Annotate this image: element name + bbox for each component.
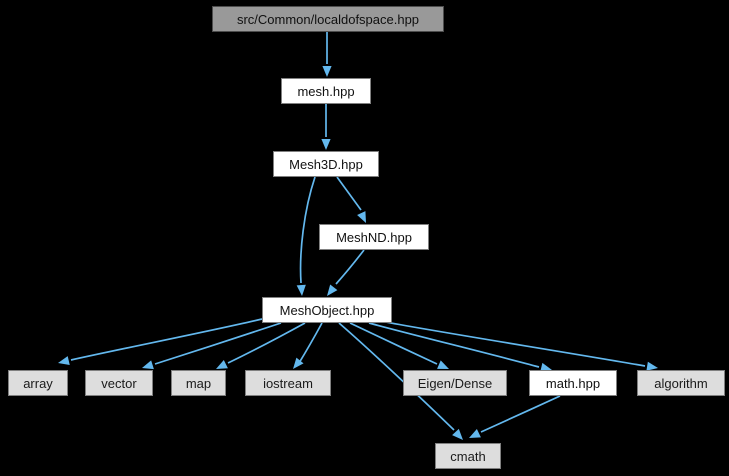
graph-node-cmath[interactable]: cmath [435, 443, 501, 469]
graph-node-label: algorithm [654, 375, 708, 391]
graph-node-map[interactable]: map [171, 370, 226, 396]
graph-edge-arrowhead [216, 359, 228, 369]
graph-node-mathhpp[interactable]: math.hpp [529, 370, 617, 396]
graph-node-label: iostream [263, 375, 313, 391]
graph-edge [154, 322, 282, 365]
graph-edge-arrowhead [293, 357, 304, 369]
graph-node-iostream[interactable]: iostream [245, 370, 331, 396]
graph-edge [480, 395, 561, 433]
graph-node-label: vector [101, 375, 137, 391]
graph-edge [335, 249, 365, 285]
graph-edge [336, 176, 362, 211]
graph-edge-arrowhead [469, 429, 481, 438]
graph-node-label: src/Common/localdofspace.hpp [236, 11, 420, 27]
graph-edge-arrowhead [321, 139, 331, 150]
graph-node-array[interactable]: array [8, 370, 68, 396]
graph-node-label: Mesh3D.hpp [289, 156, 363, 172]
graph-node-label: Eigen/Dense [417, 375, 493, 391]
graph-edge-arrowhead [437, 360, 449, 369]
graph-edge [298, 322, 323, 364]
graph-node-label: math.hpp [545, 375, 601, 391]
graph-node-label: mesh.hpp [297, 83, 355, 99]
graph-node-label: map [185, 375, 212, 391]
graph-edge [368, 322, 540, 368]
graph-node-mesh3d[interactable]: Mesh3D.hpp [273, 151, 379, 177]
graph-node-meshobject[interactable]: MeshObject.hpp [262, 297, 392, 323]
graph-edge [70, 318, 263, 361]
graph-node-label: array [23, 375, 53, 391]
graph-node-meshnd[interactable]: MeshND.hpp [319, 224, 429, 250]
graph-node-mesh[interactable]: mesh.hpp [281, 78, 371, 104]
graph-node-label: cmath [450, 448, 486, 464]
graph-edge-arrowhead [296, 284, 306, 296]
graph-node-label: MeshND.hpp [336, 229, 412, 245]
graph-edge [349, 322, 438, 365]
graph-edge-arrowhead [322, 66, 332, 77]
graph-node-vector[interactable]: vector [85, 370, 153, 396]
graph-edge [227, 322, 306, 364]
graph-node-label: MeshObject.hpp [279, 302, 375, 318]
graph-edge-arrowhead [327, 284, 338, 296]
graph-edge [379, 320, 646, 367]
graph-edge-arrowhead [142, 360, 154, 370]
graph-edge-arrowhead [357, 211, 366, 223]
graph-node-eigendense[interactable]: Eigen/Dense [403, 370, 507, 396]
graph-node-localdofspace[interactable]: src/Common/localdofspace.hpp [212, 6, 444, 32]
graph-edge-arrowhead [58, 356, 70, 366]
graph-edge-arrowhead [452, 428, 463, 440]
graph-edge [299, 176, 316, 284]
graph-node-algorithm[interactable]: algorithm [637, 370, 725, 396]
